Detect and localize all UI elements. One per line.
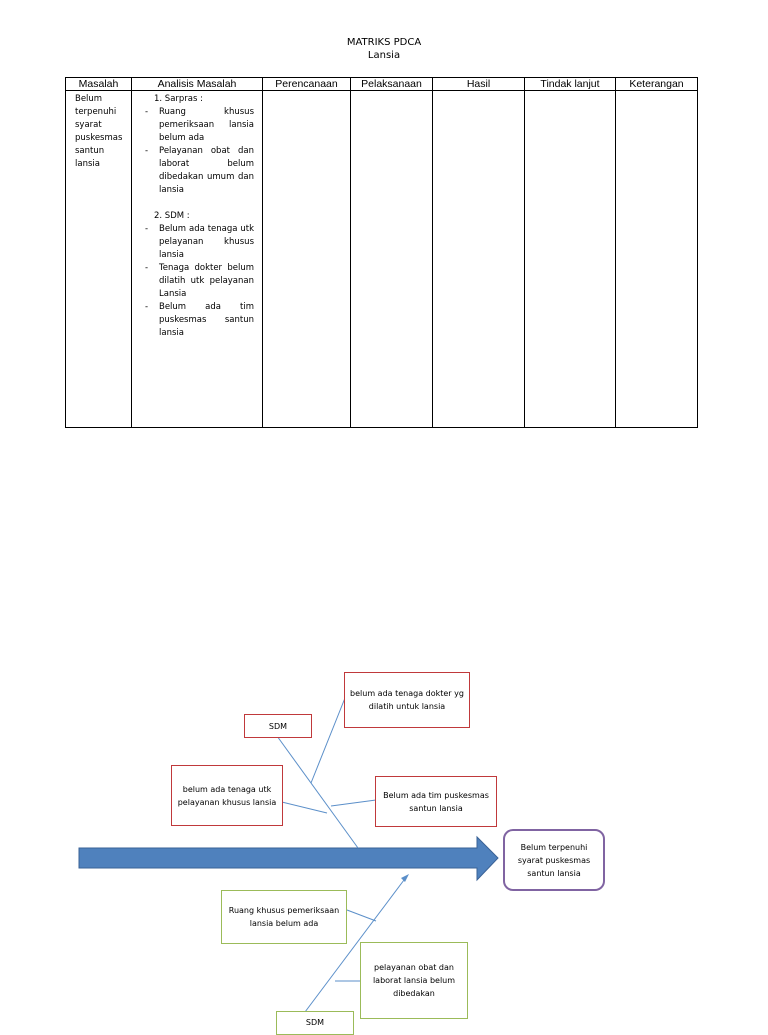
list-item: Pelayanan obat dan laborat belum dibedak… [140, 145, 254, 197]
fishbone-cause-ruang-khusus: Ruang khusus pemeriksaan lansia belum ad… [221, 890, 347, 944]
main-spine-arrow [78, 835, 499, 882]
cell-tindak-lanjut [524, 90, 616, 428]
fishbone-cause-tenaga: belum ada tenaga utk pelayanan khusus la… [171, 765, 283, 826]
list-item: Belum ada tenaga utk pelayanan khusus la… [140, 223, 254, 262]
masalah-text: Belum terpenuhi syarat puskesmas santun … [75, 94, 123, 169]
bottom-bone-arrowhead [401, 874, 409, 882]
fishbone-cause-pelayanan-obat: pelayanan obat dan laborat lansia belum … [360, 942, 468, 1019]
list-item: Tenaga dokter belum dilatih utk pelayana… [140, 262, 254, 301]
document-title: MATRIKS PDCA [346, 37, 422, 48]
bottom-sub-bone-ruang [346, 909, 377, 922]
pdca-matrix-table: Masalah Analisis Masalah Perencanaan Pel… [65, 77, 698, 428]
header-masalah: Masalah [65, 77, 132, 91]
analisis-group-sdm-title: 2. SDM : [154, 211, 190, 221]
analisis-sdm-list: Belum ada tenaga utk pelayanan khusus la… [140, 223, 254, 340]
analisis-sarpras-list: Ruang khusus pemeriksaan lansia belum ad… [140, 106, 254, 197]
analisis-group-sarpras-title: 1. Sarpras : [154, 94, 204, 104]
cell-analisis-masalah: 1. Sarpras : Ruang khusus pemeriksaan la… [131, 90, 263, 428]
cell-masalah: Belum terpenuhi syarat puskesmas santun … [65, 90, 132, 428]
top-bone-line [276, 735, 359, 849]
cell-keterangan [615, 90, 698, 428]
fishbone-category-sdm-bottom: SDM [276, 1011, 354, 1035]
fishbone-cause-tim: Belum ada tim puskesmas santun lansia [375, 776, 497, 827]
cell-hasil [432, 90, 525, 428]
list-item: Belum ada tim puskesmas santun lansia [140, 301, 254, 340]
header-perencanaan: Perencanaan [262, 77, 351, 91]
table-row: Belum terpenuhi syarat puskesmas santun … [65, 90, 698, 428]
list-item: Ruang khusus pemeriksaan lansia belum ad… [140, 106, 254, 145]
fishbone-effect-head: Belum terpenuhi syarat puskesmas santun … [503, 829, 605, 891]
bottom-bone-line [304, 875, 408, 1013]
top-sub-bone-dokter [310, 697, 346, 784]
table-header-row: Masalah Analisis Masalah Perencanaan Pel… [65, 77, 698, 91]
cell-pelaksanaan [350, 90, 433, 428]
document-subtitle: Lansia [367, 50, 401, 61]
top-sub-bone-tim [330, 799, 377, 807]
fishbone-category-sdm-top: SDM [244, 714, 312, 738]
fishbone-cause-dokter: belum ada tenaga dokter yg dilatih untuk… [344, 672, 470, 728]
